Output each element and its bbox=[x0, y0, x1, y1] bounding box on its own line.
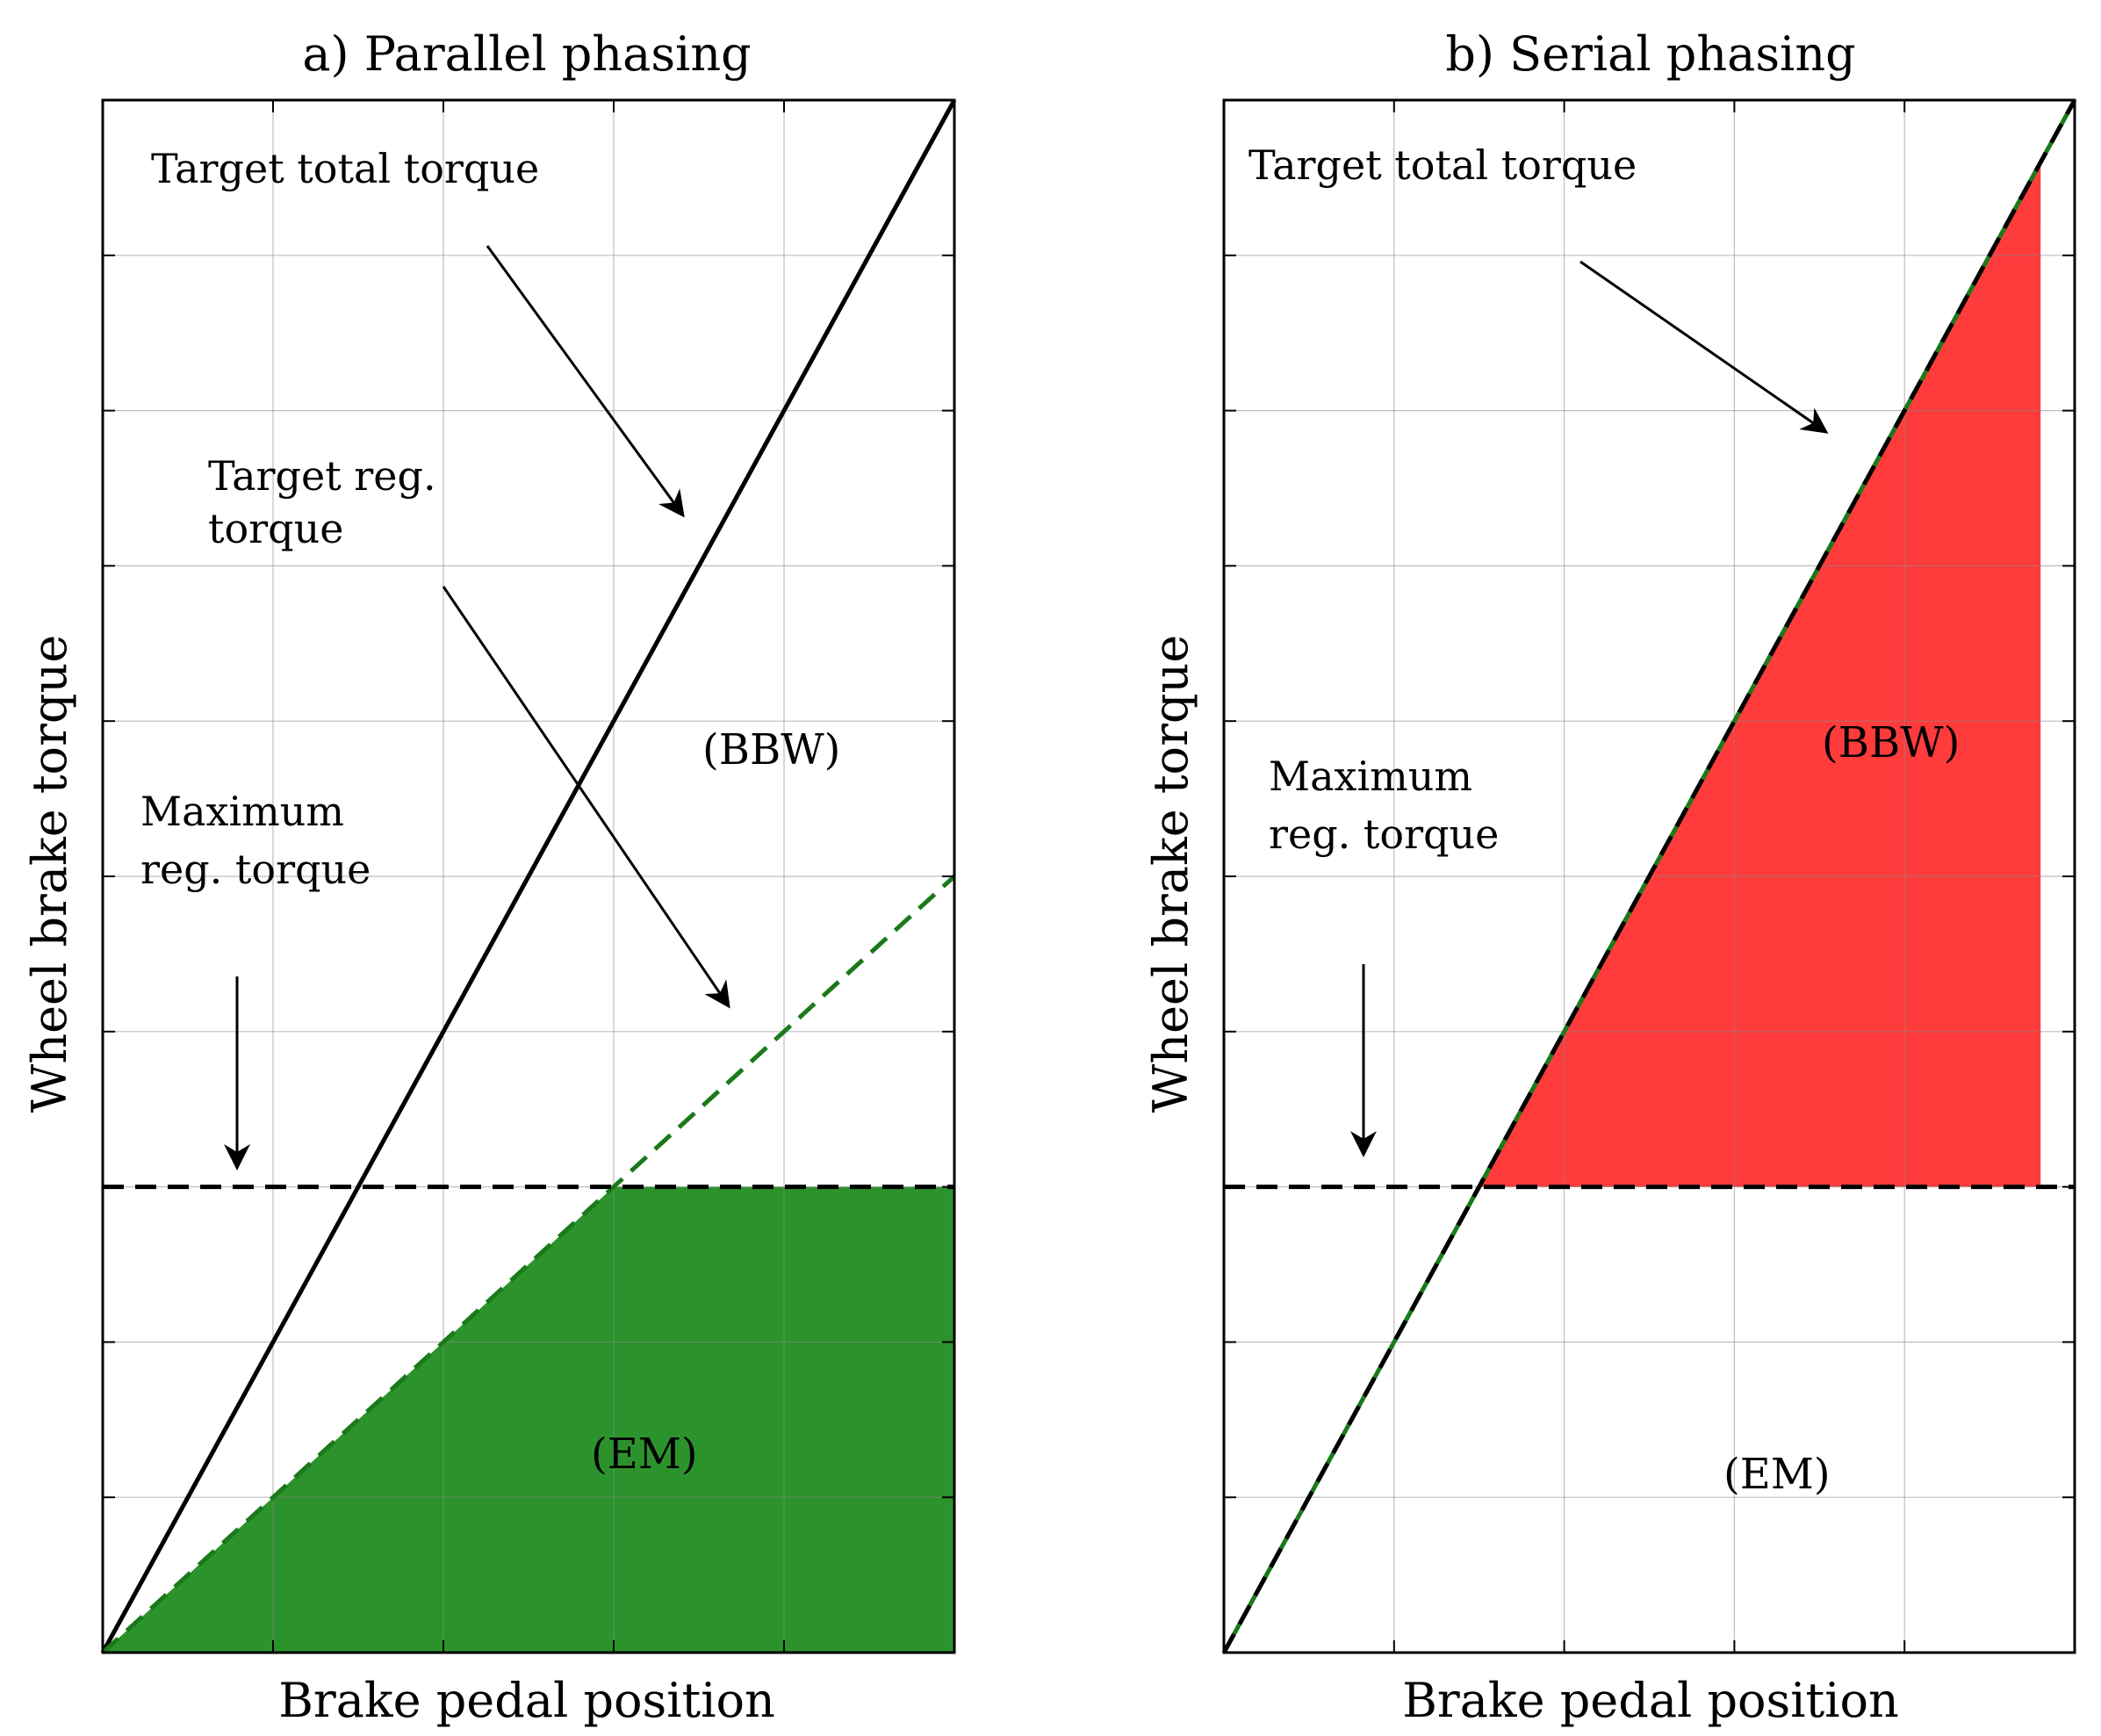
panel-a-series bbox=[100, 98, 957, 1654]
panel-a-frame bbox=[101, 98, 956, 1654]
pa-region-0 bbox=[103, 1186, 954, 1653]
panel-a-xlabel: Brake pedal position bbox=[278, 1673, 775, 1728]
panel-a-regions bbox=[103, 1186, 954, 1653]
panel-a-arrow-target-reg bbox=[442, 586, 730, 1009]
panel-a-annot-target-total: Target total torque bbox=[151, 145, 539, 192]
panel-parallel-phasing: a) Parallel phasing Brake pedal position… bbox=[22, 26, 957, 1728]
panel-b-series bbox=[1221, 98, 2077, 1654]
panel-serial-phasing: b) Serial phasing Brake pedal position W… bbox=[1143, 26, 2077, 1728]
panel-a-label-bbw: (BBW) bbox=[702, 725, 840, 774]
panel-a-annot-max-reg-1: Maximum bbox=[140, 788, 344, 835]
panel-b-annot-max-reg-1: Maximum bbox=[1269, 753, 1472, 800]
panel-a-label-em: (EM) bbox=[591, 1430, 698, 1479]
panel-a-title: a) Parallel phasing bbox=[302, 26, 751, 82]
panel-a-arrow-target-total bbox=[486, 245, 685, 518]
panel-b-annot-max-reg-2: reg. torque bbox=[1269, 810, 1499, 858]
pa-series-0 bbox=[100, 98, 957, 1654]
panel-a-grid bbox=[103, 100, 954, 1653]
panel-a-annot-target-reg-2: torque bbox=[208, 505, 343, 552]
panel-b-arrow-target-total bbox=[1579, 260, 1829, 434]
pb-series-1 bbox=[1221, 98, 2077, 1654]
panel-b-frame bbox=[1222, 98, 2076, 1654]
panel-a-annot-target-reg-1: Target reg. bbox=[208, 452, 436, 500]
panel-b-label-em: (EM) bbox=[1723, 1450, 1831, 1499]
panel-b-ylabel: Wheel brake torque bbox=[1143, 635, 1198, 1113]
panel-a-annot-max-reg-2: reg. torque bbox=[140, 846, 371, 893]
panel-b-title: b) Serial phasing bbox=[1445, 26, 1855, 82]
panel-a-ylabel: Wheel brake torque bbox=[22, 635, 77, 1113]
panel-b-annot-target-total: Target total torque bbox=[1248, 141, 1637, 189]
pa-series-1 bbox=[101, 875, 956, 1654]
panel-b-label-bbw: (BBW) bbox=[1822, 718, 1960, 767]
panel-b-xlabel: Brake pedal position bbox=[1402, 1673, 1899, 1728]
